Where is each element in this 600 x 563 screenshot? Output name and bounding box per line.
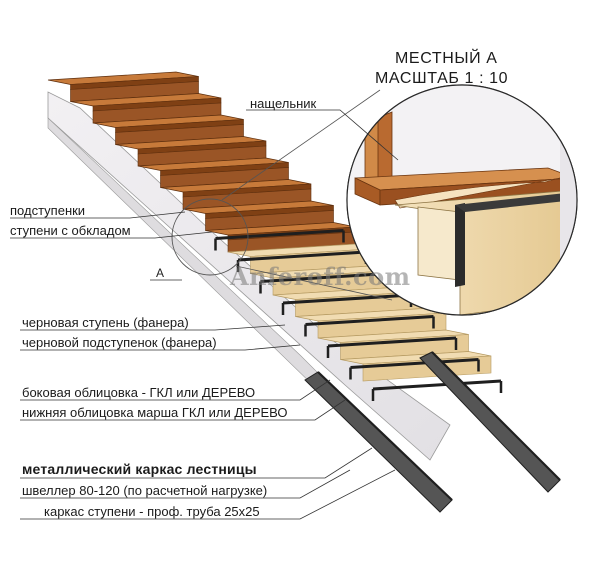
label-risers: подступенки <box>10 203 86 218</box>
label-treads-clad: ступени с обкладом <box>10 223 131 238</box>
detail-wall-strip <box>560 85 577 315</box>
stringer-edge <box>431 351 561 481</box>
step-frame-tube <box>350 358 479 369</box>
detail-steel-flange <box>455 192 575 212</box>
leader-rough-tread <box>20 324 286 331</box>
label-nosing: нащельник <box>250 96 317 111</box>
leader-rough-riser <box>20 344 301 351</box>
leader-step-frame <box>20 469 396 520</box>
detail-plywood-face <box>417 206 461 281</box>
leader-bottom-cladding <box>20 399 346 421</box>
leader-risers <box>10 211 186 219</box>
detail-steel-angle <box>455 203 465 287</box>
section-connector-top <box>221 89 381 201</box>
detail-title-line1: МЕСТНЫЙ А <box>395 50 498 67</box>
watermark: Anferoff.com <box>230 262 411 291</box>
step-frame-tube <box>237 250 367 262</box>
step-frame-tube <box>260 272 389 283</box>
label-side-cladding: боковая облицовка - ГКЛ или ДЕРЕВО <box>22 385 256 400</box>
section-connector-bottom <box>235 265 393 301</box>
leader-channel <box>20 469 351 499</box>
step-frame-tube <box>372 379 502 391</box>
label-step-frame: каркас ступени - проф. труба 25х25 <box>44 504 260 519</box>
leader-metal-frame <box>20 447 373 479</box>
stringer-edge <box>317 371 453 501</box>
label-channel: швеллер 80-120 (по расчетной нагрузке) <box>22 483 268 498</box>
label-bottom-cladding: нижняя облицовка марша ГКЛ или ДЕРЕВО <box>22 405 288 420</box>
leader-nosing <box>246 109 399 161</box>
steps-group <box>47 71 492 382</box>
step-frame-tube <box>305 315 434 326</box>
metal-frame-group <box>214 229 561 513</box>
label-metal-frame: металлический каркас лестницы <box>22 461 257 477</box>
detail-content <box>347 85 577 315</box>
step-frame-tube <box>215 229 344 240</box>
label-rough-riser: черновой подступенок (фанера) <box>22 335 217 350</box>
leader-side-cladding <box>20 379 331 401</box>
leader-treads <box>10 231 213 239</box>
step-frame-tube <box>327 336 457 348</box>
step-frame-tube <box>282 293 412 305</box>
detail-circle-outline <box>346 84 578 316</box>
riser <box>362 355 492 382</box>
detail-wall <box>347 85 577 190</box>
detail-title-line2: МАСШТАБ 1 : 10 <box>375 70 509 87</box>
label-rough-tread: черновая ступень (фанера) <box>22 315 189 330</box>
leader-lines <box>10 109 399 520</box>
section-letter: А <box>156 266 165 280</box>
section-marker <box>171 198 249 276</box>
